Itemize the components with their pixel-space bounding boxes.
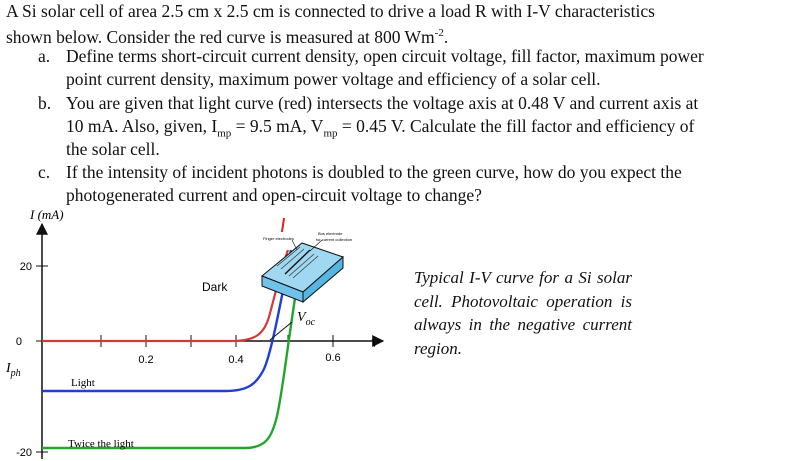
twice-light-curve bbox=[42, 285, 299, 450]
x-tick-0.6: 0.6 bbox=[325, 352, 340, 364]
dark-curve bbox=[42, 249, 290, 343]
y-axis-label: I (mA) bbox=[29, 207, 64, 222]
item-c-line-2: photogenerated current and open-circuit … bbox=[66, 185, 482, 205]
y-tick-20: 20 bbox=[20, 261, 32, 273]
item-b-line-1: You are given that light curve (red) int… bbox=[66, 93, 699, 113]
item-a-label: a. bbox=[38, 46, 51, 66]
x-tick-0.4: 0.4 bbox=[228, 354, 243, 366]
item-c-line-1: If the intensity of incident photons is … bbox=[66, 162, 682, 182]
figure-caption: Typical I-V curve for a Si solar cell. P… bbox=[414, 268, 632, 358]
iv-figure: 20 0 -20 0.2 0.4 0.6 I (mA) V Iph Dark L… bbox=[5, 207, 385, 459]
dark-label: Dark bbox=[202, 280, 228, 294]
light-curve bbox=[42, 249, 293, 393]
intro-line-1: A Si solar cell of area 2.5 cm x 2.5 cm … bbox=[6, 1, 655, 21]
x-tick-0.2: 0.2 bbox=[138, 354, 153, 366]
finger-electrodes-label: Finger electrodes bbox=[263, 236, 294, 241]
bus-electrode-label: Bus electrode bbox=[318, 231, 343, 236]
bus-electrode-label-2: for current collection bbox=[316, 237, 352, 242]
y-tick-0: 0 bbox=[16, 336, 22, 348]
twice-light-label: Twice the light bbox=[68, 438, 134, 450]
y-tick-neg20: -20 bbox=[16, 447, 32, 459]
light-label: Light bbox=[71, 377, 95, 389]
solar-cell-illustration: Finger electrodes Bus electrode for curr… bbox=[261, 217, 352, 304]
voc-label: Voc bbox=[297, 310, 316, 328]
item-b-line-2: 10 mA. Also, given, Imp = 9.5 mA, Vmp = … bbox=[66, 116, 695, 140]
item-c-label: c. bbox=[38, 162, 51, 182]
item-a-line-2: point current density, maximum power vol… bbox=[66, 69, 601, 89]
intro-line-2: shown below. Consider the red curve is m… bbox=[6, 26, 449, 47]
item-b-label: b. bbox=[38, 93, 52, 113]
item-b-line-3: the solar cell. bbox=[66, 139, 160, 159]
x-axis-label: V bbox=[371, 336, 380, 350]
iph-label: Iph bbox=[5, 361, 21, 379]
item-a-line-1: Define terms short-circuit current densi… bbox=[66, 46, 704, 66]
